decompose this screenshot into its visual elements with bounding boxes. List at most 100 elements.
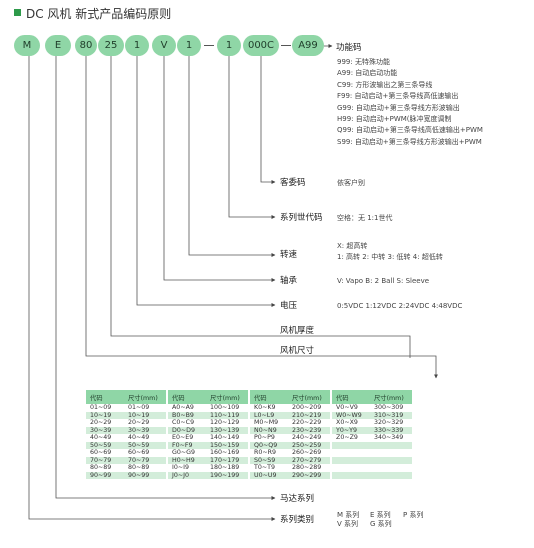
table-row	[332, 441, 412, 449]
table-row: G0~G9 160~169	[168, 449, 248, 457]
value-series-p: P 系列	[403, 511, 424, 519]
code-pill-motor: E	[45, 35, 71, 56]
label-bearing: 轴承	[280, 276, 298, 286]
table-cell-code: E0~E9	[172, 434, 194, 442]
size-table-header-code: 代码	[336, 394, 349, 402]
table-cell-size: 40~49	[128, 434, 150, 442]
value-speed-1: X: 超高转	[337, 242, 368, 250]
table-cell-code: T0~T9	[254, 464, 275, 472]
size-table-header: 代码尺寸(mm)	[86, 390, 166, 404]
label-customer: 客委码	[280, 178, 306, 188]
size-table-header-size: 尺寸(mm)	[374, 394, 404, 402]
table-cell-code: J0~J0	[172, 471, 190, 479]
code-separator-2	[281, 45, 291, 46]
size-table-header-size: 尺寸(mm)	[128, 394, 158, 402]
code-pill-customer: 000C	[243, 35, 279, 56]
table-cell-code: G0~G9	[172, 449, 196, 457]
table-row: 70~79 70~79	[86, 456, 166, 464]
size-table-header: 代码尺寸(mm)	[168, 390, 248, 404]
value-voltage: 0:5VDC 1:12VDC 2:24VDC 4:48VDC	[337, 302, 463, 310]
table-row: R0~R9 260~269	[250, 449, 330, 457]
table-cell-code: A0~A9	[172, 404, 194, 412]
function-code-item: G99: 自动启动+第三条导线方形波输出	[337, 103, 460, 112]
code-pill-bearing: V	[152, 35, 176, 56]
value-series-v: V 系列	[337, 520, 359, 528]
table-cell-size: 80~89	[128, 464, 150, 472]
value-speed-2: 1: 高转 2: 中转 3: 低转 4: 超低转	[337, 253, 443, 261]
table-cell-code: K0~K9	[254, 404, 276, 412]
table-cell-code: V0~V9	[336, 404, 358, 412]
table-cell-code: M0~M9	[254, 419, 279, 427]
table-cell-size: 300~309	[374, 404, 404, 412]
code-pill-size: 80	[75, 35, 97, 56]
table-cell-size: 340~349	[374, 434, 404, 442]
label-voltage: 电压	[280, 301, 298, 311]
table-cell-code: C0~C9	[172, 419, 195, 427]
label-size: 风机尺寸	[280, 346, 315, 356]
function-code-item: S99: 自动启动+第三条导线方形波输出+PWM	[337, 137, 482, 146]
table-cell-size: 220~229	[292, 419, 322, 427]
table-cell-code: S0~S9	[254, 456, 276, 464]
table-cell-size: 100~109	[210, 404, 240, 412]
function-code-item: A99: 自动启动功能	[337, 69, 398, 78]
table-row	[332, 464, 412, 472]
table-row: C0~C9 120~129	[168, 419, 248, 427]
table-row: 90~99 90~99	[86, 471, 166, 479]
table-cell-code: Q0~Q9	[254, 441, 278, 449]
table-cell-size: 260~269	[292, 449, 322, 457]
table-cell-size: 180~189	[210, 464, 240, 472]
value-series-m: M 系列	[337, 511, 360, 519]
table-cell-code: N0~N9	[254, 426, 277, 434]
table-cell-code: R0~R9	[254, 449, 277, 457]
table-row	[332, 471, 412, 479]
table-cell-size: 280~289	[292, 464, 322, 472]
code-pill-thickness: 25	[98, 35, 124, 56]
table-cell-code: 60~69	[90, 449, 112, 457]
table-cell-size: 01~09	[128, 404, 150, 412]
size-table-header-size: 尺寸(mm)	[292, 394, 322, 402]
table-row: V0~V9 300~309	[332, 404, 412, 412]
table-cell-code: H0~H9	[172, 456, 195, 464]
table-cell-code: Y0~Y9	[336, 426, 357, 434]
value-bearing: V: Vapo B: 2 Ball S: Sleeve	[337, 277, 430, 285]
table-cell-code: W0~W9	[336, 411, 362, 419]
table-cell-size: 150~159	[210, 441, 240, 449]
table-row: M0~M9 220~229	[250, 419, 330, 427]
table-cell-size: 10~19	[128, 411, 150, 419]
table-cell-size: 70~79	[128, 456, 150, 464]
size-table-header-code: 代码	[254, 394, 267, 402]
function-code-item: H99: 自动启动+PWM(脉冲宽度调制	[337, 114, 452, 123]
table-cell-code: I0~I9	[172, 464, 190, 472]
label-function: 功能码	[336, 43, 362, 53]
value-customer: 依客户别	[337, 179, 365, 187]
table-cell-size: 90~99	[128, 471, 150, 479]
table-cell-size: 160~169	[210, 449, 240, 457]
table-cell-code: B0~B9	[172, 411, 194, 419]
label-series-type: 系列类别	[280, 515, 315, 525]
table-cell-code: 50~59	[90, 441, 112, 449]
table-cell-size: 120~129	[210, 419, 240, 427]
table-cell-code: U0~U9	[254, 471, 277, 479]
table-cell-size: 240~249	[292, 434, 322, 442]
function-code-list: 999: 无特殊功能 A99: 自动启动功能 C99: 方形波输出之第三条导线 …	[337, 57, 483, 148]
table-cell-code: 90~99	[90, 471, 112, 479]
function-code-item: Q99: 自动启动+第三条导线高低速输出+PWM	[337, 126, 483, 135]
table-cell-code: 70~79	[90, 456, 112, 464]
